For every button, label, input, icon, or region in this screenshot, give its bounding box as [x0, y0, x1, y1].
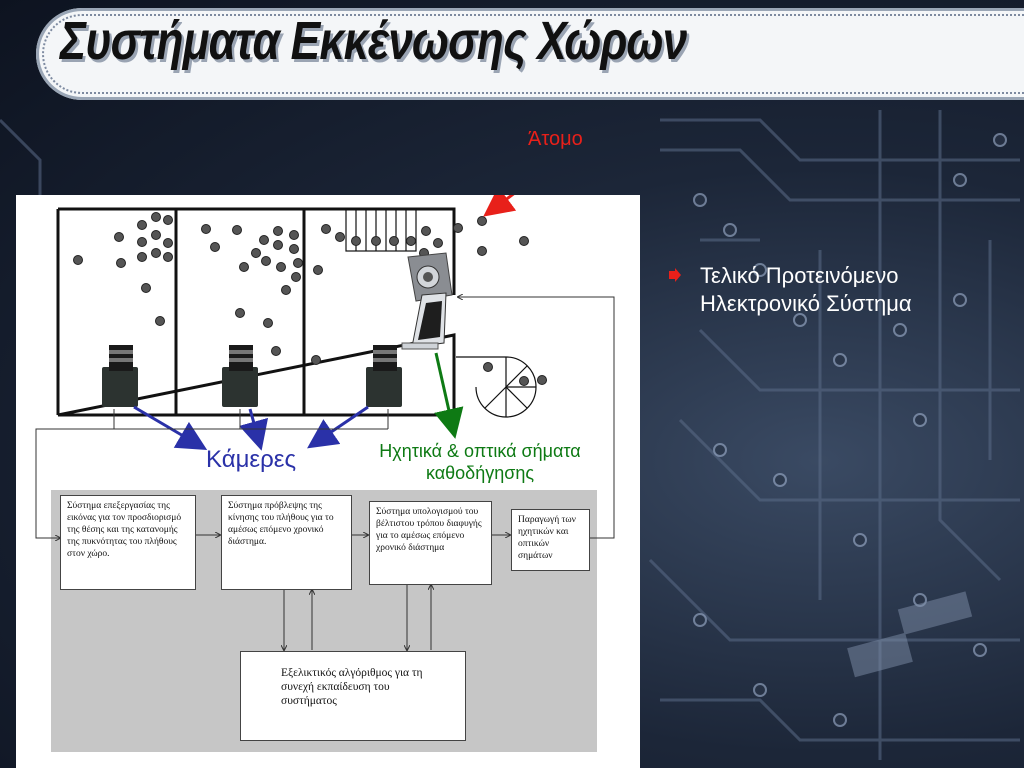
signal-generation-box: Παραγωγή των ηχητικών και οπτικών σημάτω…	[511, 509, 590, 571]
camera-icon-2	[222, 345, 258, 407]
arrow-bullet-icon	[669, 268, 681, 282]
bullet-point: Τελικό Προτεινόμενο Ηλεκτρονικό Σύστημα	[668, 262, 988, 318]
person-label: Άτομο	[528, 128, 583, 150]
signals-arrow	[434, 352, 464, 439]
camera-icon-3	[366, 345, 402, 407]
image-processing-box: Σύστημα επεξεργασίας της εικόνας για τον…	[60, 495, 196, 590]
connector-lines	[35, 297, 615, 650]
slide-title: Συστήματα Εκκένωσης Χώρων	[60, 11, 687, 71]
spiral-staircase	[456, 356, 537, 418]
escape-computation-box: Σύστημα υπολογισμού του βέλτιστου τρόπου…	[369, 501, 492, 585]
signals-label: Ηχητικά & οπτικά σήματα καθοδήγησης	[379, 441, 581, 483]
evolutionary-algorithm-box: Εξελικτικός αλγόριθμος για τη συνεχή εκπ…	[240, 651, 466, 741]
bullet-text: Τελικό Προτεινόμενο Ηλεκτρονικό Σύστημα	[700, 263, 912, 316]
camera-icon-1	[102, 345, 138, 407]
camera-arrow-3	[307, 405, 369, 449]
camera-arrow-1	[133, 405, 208, 451]
title-banner	[36, 8, 1024, 100]
cameras-label: Κάμερες	[206, 446, 297, 473]
camera-arrow-2	[239, 408, 269, 451]
evacuation-system-figure: Σύστημα επεξεργασίας της εικόνας για τον…	[16, 195, 640, 768]
speaker-icon	[407, 252, 453, 302]
display-screen-icon	[401, 292, 447, 350]
person-arrow	[483, 195, 517, 217]
motion-prediction-box: Σύστημα πρόβλεψης της κίνησης του πλήθου…	[221, 495, 352, 590]
floor-plan	[56, 207, 456, 417]
people-dots	[73, 212, 547, 386]
